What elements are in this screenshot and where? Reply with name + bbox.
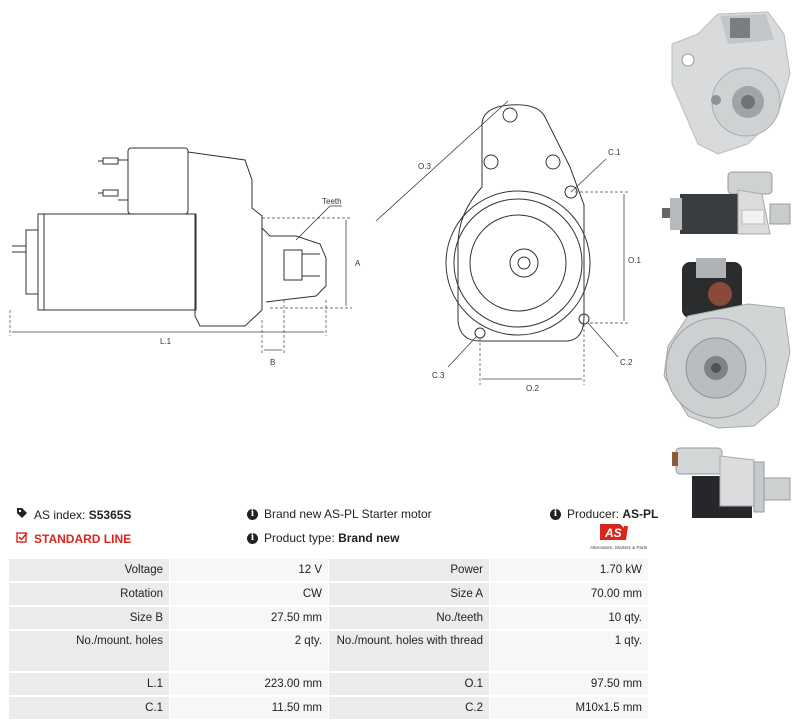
table-row: Voltage 12 V Power 1.70 kW <box>9 559 649 583</box>
spec-label: Size A <box>329 583 490 607</box>
producer-value: AS-PL <box>622 507 659 521</box>
table-row: C.1 11.50 mm C.2 M10x1.5 mm <box>9 697 649 721</box>
spec-value: 1.70 kW <box>490 559 649 583</box>
dim-o1-label: O.1 <box>628 256 641 265</box>
info-icon: i <box>247 532 258 544</box>
as-index-label: AS index: <box>34 507 86 522</box>
spec-label: No./teeth <box>329 607 490 631</box>
spec-value: 10 qty. <box>490 607 649 631</box>
producer: i Producer: AS-PL <box>550 507 658 521</box>
as-index-value: S5365S <box>88 507 132 522</box>
spec-value: 11.50 mm <box>170 697 329 721</box>
product-photo-front <box>671 11 791 155</box>
spec-label: Voltage <box>9 559 170 583</box>
spec-label: No./mount. holes with thread <box>329 631 490 673</box>
spec-value: 27.50 mm <box>170 607 329 631</box>
info-icon: i <box>550 508 561 520</box>
teeth-label: Teeth <box>322 197 342 206</box>
table-row: L.1 223.00 mm O.1 97.50 mm <box>9 673 649 697</box>
spec-value: 97.50 mm <box>490 673 649 697</box>
dim-a-label: A <box>355 259 361 268</box>
dim-o2-label: O.2 <box>526 384 539 393</box>
spec-label: Power <box>329 559 490 583</box>
product-description: i Brand new AS-PL Starter motor <box>247 507 432 521</box>
spec-label: Size B <box>9 607 170 631</box>
standard-line-text: STANDARD LINE <box>34 531 132 546</box>
spec-value: 1 qty. <box>490 631 649 673</box>
spec-label: Rotation <box>9 583 170 607</box>
table-row: Size B 27.50 mm No./teeth 10 qty. <box>9 607 649 631</box>
producer-label: Producer: <box>567 507 620 521</box>
standard-line: STANDARD LINE <box>16 531 131 546</box>
svg-text:AS: AS <box>604 526 622 540</box>
spec-label: C.1 <box>9 697 170 721</box>
info-icon: i <box>247 508 258 520</box>
svg-text:Alternators, Starters & Parts: Alternators, Starters & Parts <box>590 545 648 550</box>
product-type-label: Product type: <box>264 531 335 545</box>
dim-l1-label: L.1 <box>160 337 172 346</box>
spec-label: L.1 <box>9 673 170 697</box>
checkbox-checked-icon <box>16 531 28 546</box>
spec-label: No./mount. holes <box>9 631 170 673</box>
dim-c1-label: C.1 <box>608 148 621 157</box>
spec-value: 223.00 mm <box>170 673 329 697</box>
as-index: AS index: S5365S <box>16 507 131 522</box>
spec-value: 2 qty. <box>170 631 329 673</box>
spec-value: CW <box>170 583 329 607</box>
product-photo-side <box>662 171 791 235</box>
spec-table: Voltage 12 V Power 1.70 kW Rotation CW S… <box>9 559 649 721</box>
spec-label: C.2 <box>329 697 490 721</box>
dim-o3-label: O.3 <box>418 162 431 171</box>
description-text: Brand new AS-PL Starter motor <box>264 507 432 521</box>
product-photo-other-side <box>672 447 791 518</box>
spec-value: 12 V <box>170 559 329 583</box>
dim-b-label: B <box>270 358 275 367</box>
product-type: i Product type: Brand new <box>247 531 399 545</box>
front-view-drawing: O.3 C.1 O.1 C.2 C.3 O.2 <box>375 100 641 393</box>
product-photo-rear <box>663 258 791 429</box>
dim-c3-label: C.3 <box>432 371 445 380</box>
table-row: No./mount. holes 2 qty. No./mount. holes… <box>9 631 649 673</box>
as-pl-logo: AS Alternators, Starters & Parts <box>590 522 652 552</box>
product-type-value: Brand new <box>338 531 400 545</box>
spec-value: M10x1.5 mm <box>490 697 649 721</box>
side-view-drawing: Teeth A L.1 B <box>9 147 361 367</box>
spec-label: O.1 <box>329 673 490 697</box>
spec-value: 70.00 mm <box>490 583 649 607</box>
dim-c2-label: C.2 <box>620 358 633 367</box>
tag-icon <box>16 507 28 522</box>
table-row: Rotation CW Size A 70.00 mm <box>9 583 649 607</box>
